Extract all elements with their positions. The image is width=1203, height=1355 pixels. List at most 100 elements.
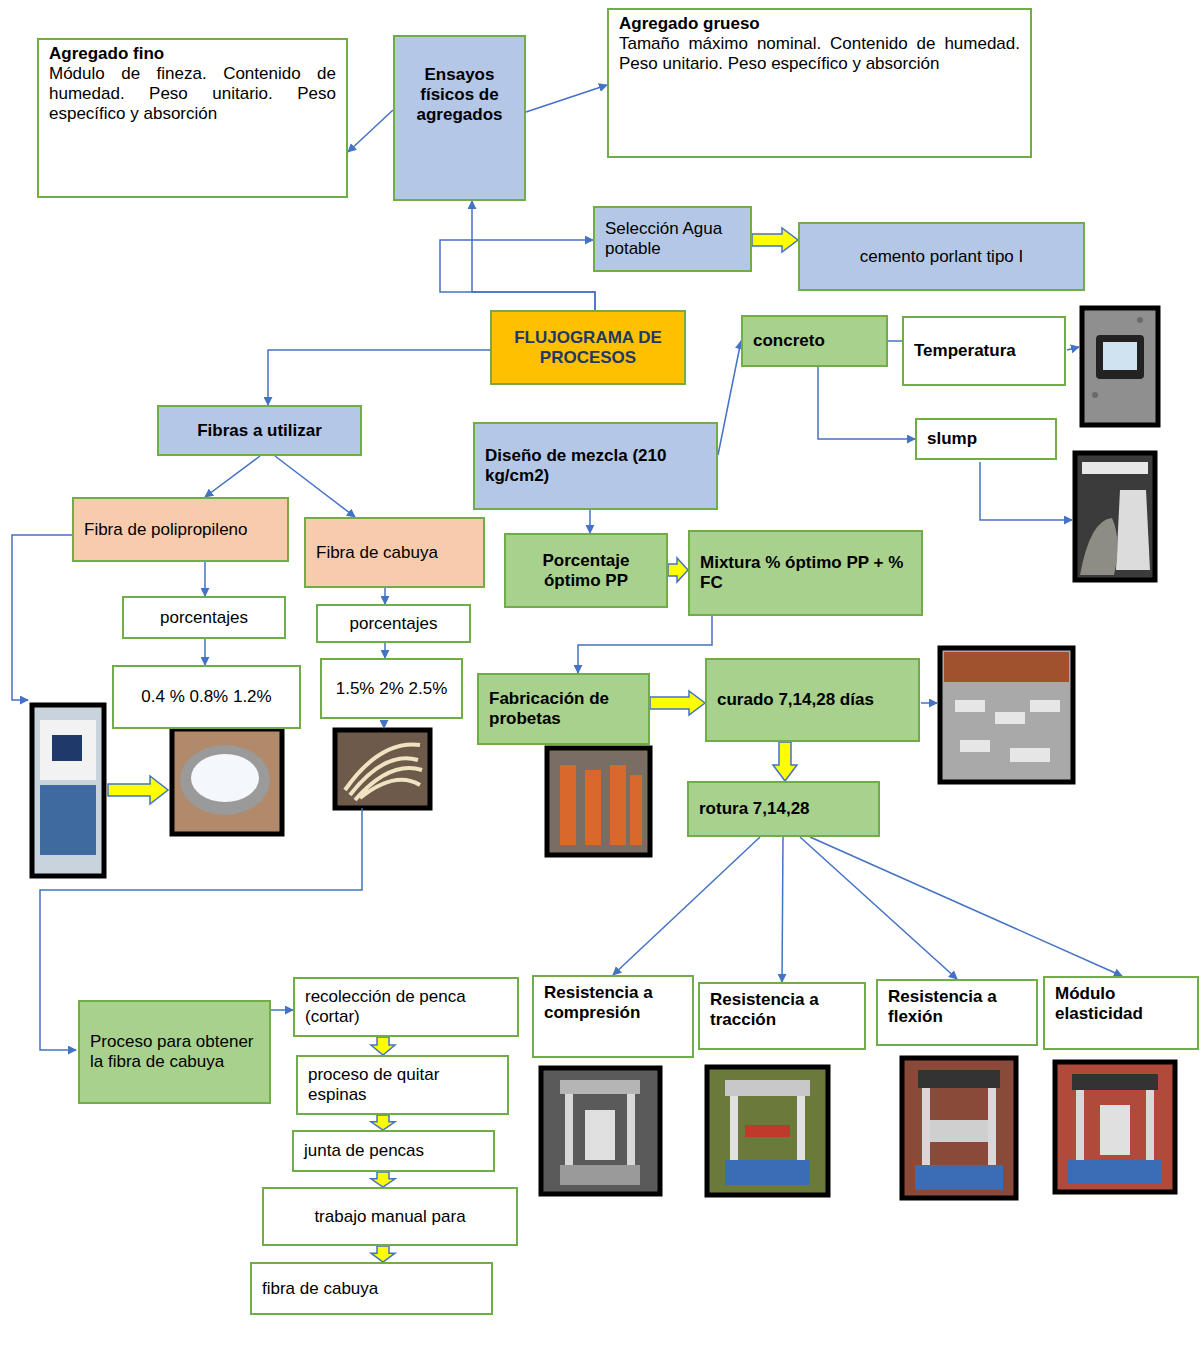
node-text: Fibra de polipropileno xyxy=(84,520,277,540)
node-text: Resistencia a flexión xyxy=(888,987,1026,1027)
flow-connector xyxy=(782,837,783,982)
process-box: Resistencia a compresión xyxy=(532,975,694,1058)
flow-connector xyxy=(578,616,712,673)
process-box: Fibras a utilizar xyxy=(157,405,362,456)
flow-connector xyxy=(384,643,386,658)
node-text: trabajo manual para xyxy=(274,1207,506,1227)
flow-connector xyxy=(526,85,607,112)
block-arrow xyxy=(773,742,797,781)
temperature-photo xyxy=(1082,308,1158,425)
flow-connector xyxy=(718,341,741,455)
slump-photo xyxy=(1075,453,1155,580)
process-box: fibra de cabuya xyxy=(250,1262,493,1315)
polypropylene-fiber-photo xyxy=(172,729,282,834)
node-text: proceso de quitar espinas xyxy=(308,1065,497,1105)
node-text: Agregado grueso xyxy=(619,14,1020,34)
process-box: 0.4 % 0.8% 1.2% xyxy=(112,665,301,729)
node-text: concreto xyxy=(753,331,876,351)
process-box: 1.5% 2% 2.5% xyxy=(320,658,463,719)
node-text: Mixtura % óptimo PP + % FC xyxy=(700,553,911,593)
flow-connector xyxy=(888,340,902,342)
node-text: Resistencia a compresión xyxy=(544,983,682,1023)
node-text: Selección Agua potable xyxy=(605,219,740,259)
block-arrow xyxy=(371,1172,395,1187)
process-box: Diseño de mezcla (210 kg/cm2) xyxy=(473,422,718,510)
flow-connector xyxy=(205,456,260,497)
process-box: cemento porlant tipo I xyxy=(798,222,1085,291)
process-box: Fibra de cabuya xyxy=(304,517,485,588)
process-box: rotura 7,14,28 xyxy=(687,781,880,837)
block-arrow xyxy=(752,228,798,252)
flow-connector xyxy=(440,240,595,310)
elasticity-machine-photo xyxy=(1055,1062,1175,1192)
node-text: Fibra de cabuya xyxy=(316,543,473,563)
process-box: Módulo elasticidad xyxy=(1043,976,1199,1050)
process-box: FLUJOGRAMA DE PROCESOS xyxy=(490,310,686,385)
compression-machine-photo xyxy=(541,1068,660,1194)
tension-machine-photo xyxy=(707,1067,828,1195)
node-text: Fibras a utilizar xyxy=(169,421,350,441)
node-text: junta de pencas xyxy=(304,1141,483,1161)
node-text: recolección de penca (cortar) xyxy=(305,987,507,1027)
node-text: Fabricación de probetas xyxy=(489,689,638,729)
node-text: porcentajes xyxy=(134,608,274,628)
node-text: Proceso para obtener la fibra de cabuya xyxy=(90,1032,259,1072)
node-text: Tamaño máximo nominal. Contenido de hume… xyxy=(619,34,1020,74)
node-text: Módulo de fineza. Contenido de humedad. … xyxy=(49,64,336,124)
curing-pool-photo xyxy=(940,648,1073,782)
block-arrow xyxy=(371,1037,395,1055)
cabuya-fiber-photo xyxy=(335,730,430,808)
node-text: Agregado fino xyxy=(49,44,336,64)
node-text: Porcentaje óptimo PP xyxy=(516,551,656,591)
flexure-machine-photo xyxy=(902,1058,1016,1198)
node-text: cemento porlant tipo I xyxy=(810,247,1073,267)
photo-leader-lines xyxy=(12,347,1079,1050)
node-text: Resistencia a tracción xyxy=(710,990,854,1030)
process-box: concreto xyxy=(741,315,888,367)
process-box: recolección de penca (cortar) xyxy=(293,977,519,1037)
node-text: Diseño de mezcla (210 kg/cm2) xyxy=(485,446,706,486)
flow-connector xyxy=(810,837,1122,976)
process-box: trabajo manual para xyxy=(262,1187,518,1246)
process-box: porcentajes xyxy=(316,604,471,643)
process-box: junta de pencas xyxy=(292,1130,495,1172)
flow-connector xyxy=(204,639,206,665)
node-text: slump xyxy=(927,429,1045,449)
block-arrow-symbol xyxy=(108,776,168,804)
process-box: slump xyxy=(915,418,1057,460)
flow-connector xyxy=(348,110,393,152)
block-arrow xyxy=(371,1246,395,1262)
block-arrow xyxy=(668,558,688,582)
flow-connector xyxy=(268,350,490,405)
process-box: Temperatura xyxy=(902,316,1066,386)
process-box: Ensayos físicos de agregados xyxy=(393,35,526,201)
process-box: Fibra de polipropileno xyxy=(72,497,289,562)
block-arrow xyxy=(650,691,705,715)
node-text: Temperatura xyxy=(914,341,1054,361)
node-text: rotura 7,14,28 xyxy=(699,799,868,819)
flow-connector xyxy=(472,201,595,310)
process-box: Proceso para obtener la fibra de cabuya xyxy=(78,1000,271,1104)
flow-connector xyxy=(384,588,386,604)
flow-connector xyxy=(589,510,591,533)
process-box: curado 7,14,28 días xyxy=(705,658,920,742)
node-text: 1.5% 2% 2.5% xyxy=(332,679,451,699)
specimen-molds-photo xyxy=(547,748,650,855)
block-arrow xyxy=(371,1115,395,1130)
flow-connector xyxy=(818,367,915,439)
process-box: Resistencia a flexión xyxy=(876,979,1038,1046)
flow-connector xyxy=(271,1009,293,1011)
process-box: Porcentaje óptimo PP xyxy=(504,533,668,608)
flow-connector xyxy=(800,837,957,979)
process-box: Mixtura % óptimo PP + % FC xyxy=(688,530,923,616)
polypropylene-bag-photo xyxy=(32,705,104,876)
node-text: fibra de cabuya xyxy=(262,1279,481,1299)
node-text: 0.4 % 0.8% 1.2% xyxy=(124,687,289,707)
node-text: porcentajes xyxy=(328,614,459,634)
process-box: Resistencia a tracción xyxy=(698,982,866,1050)
flow-connector xyxy=(204,562,206,596)
process-box: porcentajes xyxy=(122,596,286,639)
process-box: Agregado gruesoTamaño máximo nominal. Co… xyxy=(607,8,1032,158)
